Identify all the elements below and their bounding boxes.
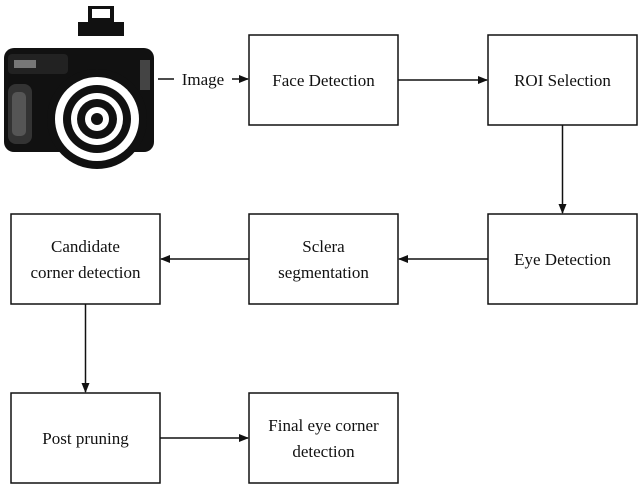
box-roi-selection: ROI Selection: [487, 34, 638, 126]
box-final-eye-corner-detection-line1: Final eye corner: [268, 416, 379, 435]
box-eye-detection: Eye Detection: [487, 213, 638, 305]
edge-label-image: Image: [182, 70, 224, 89]
box-roi-selection-label: ROI Selection: [514, 71, 611, 90]
box-final-eye-corner-detection: Final eye corner detection: [248, 392, 399, 484]
box-sclera-segmentation-line1: Sclera: [302, 237, 345, 256]
box-post-pruning: Post pruning: [10, 392, 161, 484]
box-eye-detection-label: Eye Detection: [514, 250, 611, 269]
box-face-detection-label: Face Detection: [272, 71, 375, 90]
box-final-eye-corner-detection-line2: detection: [292, 442, 355, 461]
box-candidate-corner-detection: Candidate corner detection: [10, 213, 161, 305]
box-post-pruning-label: Post pruning: [42, 429, 129, 448]
box-sclera-segmentation-line2: segmentation: [278, 263, 369, 282]
arrow-camera-to-face-detection: Image: [158, 70, 249, 89]
box-candidate-corner-detection-line1: Candidate: [51, 237, 120, 256]
box-candidate-corner-detection-line2: corner detection: [31, 263, 141, 282]
box-face-detection: Face Detection: [248, 34, 399, 126]
box-sclera-segmentation: Sclera segmentation: [248, 213, 399, 305]
camera-icon: [4, 6, 154, 169]
